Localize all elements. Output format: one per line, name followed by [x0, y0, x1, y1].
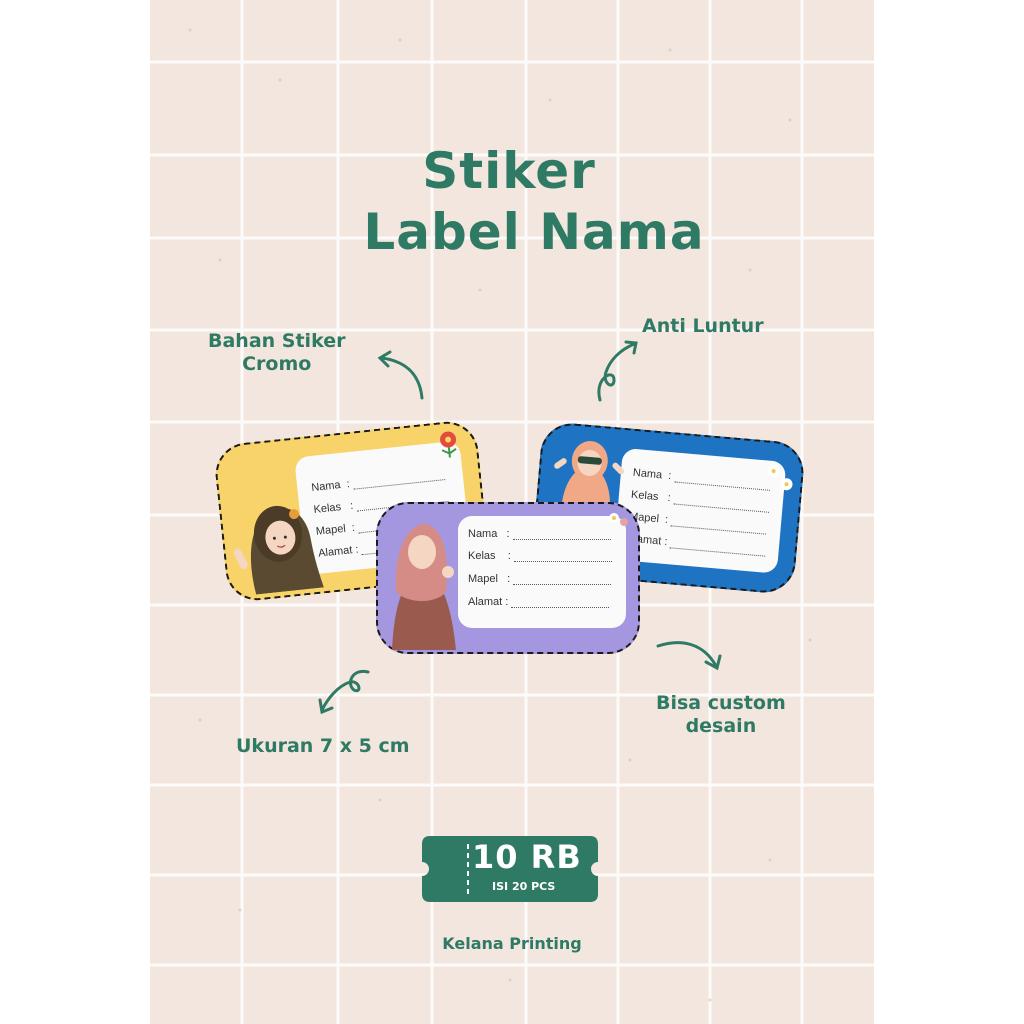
- girl-brown-hijab-icon: [233, 505, 324, 595]
- brand-name: Kelana Printing: [442, 934, 582, 953]
- flower-icon: [440, 431, 457, 458]
- title-line-2: Label Nama: [363, 203, 705, 261]
- arrow-material-icon: [377, 350, 424, 400]
- purple-field-address: Alamat: [468, 596, 503, 608]
- note-size: Ukuran 7 x 5 cm: [236, 735, 410, 757]
- sticker-card-blue: Nama : Kelas : Mapel : Alamat :: [529, 420, 807, 596]
- price-ticket: [422, 836, 598, 902]
- small-flower-icon: [609, 513, 628, 526]
- note-anti-fade: Anti Luntur: [642, 315, 764, 337]
- purple-field-class: Kelas: [468, 550, 496, 562]
- poster: Stiker Label Nama Bahan Stiker Cromo Ant…: [150, 0, 874, 1024]
- daisy-icon: [767, 465, 793, 491]
- blue-field-class: Kelas: [630, 488, 659, 504]
- note-material: Bahan Stiker Cromo: [208, 330, 346, 375]
- price-main: 10 RB: [472, 838, 582, 876]
- sticker-card-purple: Nama : Kelas : Mapel : Alamat :: [376, 502, 640, 654]
- blue-field-name: Nama: [632, 466, 663, 482]
- price-sub: ISI 20 PCS: [492, 880, 556, 893]
- arrow-anti-fade-icon: [597, 340, 638, 402]
- sticker-card-yellow: Nama : Kelas : Mapel : Alamat :: [212, 418, 492, 604]
- arrow-size-icon: [318, 669, 370, 715]
- girl-pink-hijab-icon: [392, 524, 456, 650]
- title-line-1: Stiker: [422, 142, 596, 200]
- note-custom-design: Bisa custom desain: [656, 692, 786, 737]
- purple-field-subject: Mapel: [468, 573, 498, 585]
- purple-field-name: Nama: [468, 528, 498, 540]
- girl-peach-hijab-icon: [554, 441, 625, 519]
- arrow-custom-icon: [656, 641, 722, 671]
